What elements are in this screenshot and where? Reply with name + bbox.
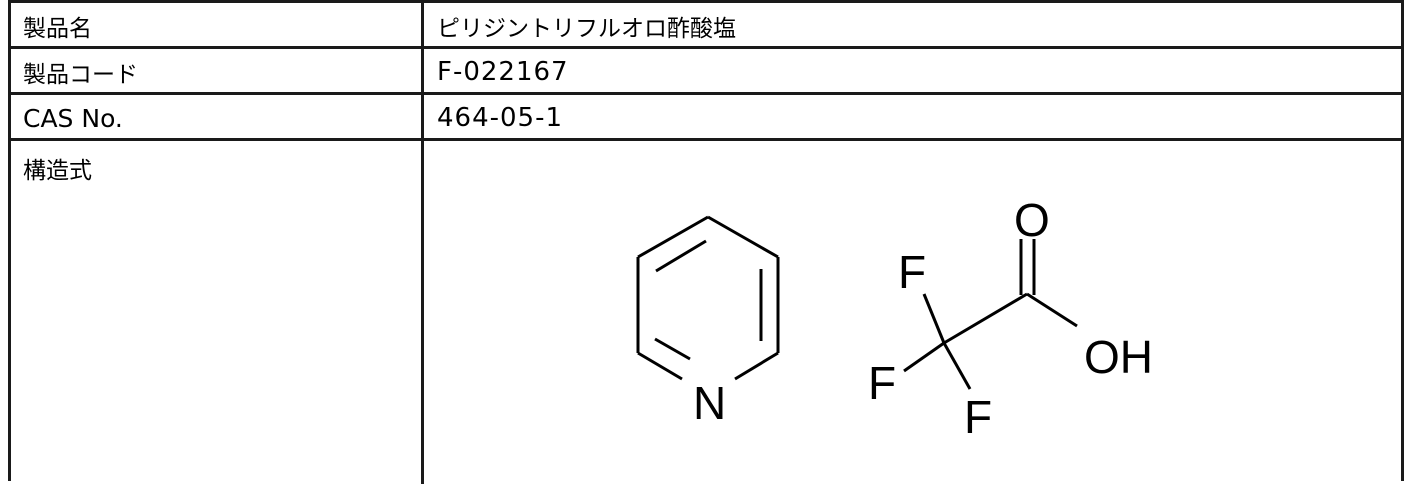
pyridine-bond xyxy=(734,351,779,381)
cas-number-value: 464-05-1 xyxy=(437,103,564,133)
tfa-bond-c-f-left xyxy=(903,341,945,373)
cas-number-label: CAS No. xyxy=(11,95,424,141)
product-name-label: 製品名 xyxy=(11,3,424,49)
tfa-fluorine-atom-bottom: F xyxy=(964,391,992,443)
pyridine-molecule xyxy=(636,215,780,381)
pyridine-bond xyxy=(707,215,779,259)
tfa-hydroxyl-group: OH xyxy=(1084,331,1153,383)
product-name-value: ピリジントリフルオロ酢酸塩 xyxy=(437,16,736,42)
tfa-bond-c-oh xyxy=(1026,292,1078,328)
table-row-product-name: 製品名 ピリジントリフルオロ酢酸塩 xyxy=(11,0,1401,49)
table-row-cas-number: CAS No. 464-05-1 xyxy=(11,92,1401,141)
tfa-bond-c-f-top xyxy=(922,293,946,344)
tfa-fluorine-atom-left: F xyxy=(868,357,896,409)
tfa-bond-c-f-bottom xyxy=(942,342,972,390)
product-code-value: F-022167 xyxy=(437,57,569,87)
table-row-product-code: 製品コード F-022167 xyxy=(11,46,1401,95)
product-code-label: 製品コード xyxy=(11,49,424,95)
tfa-fluorine-atom-top: F xyxy=(898,246,926,298)
pyridine-bond xyxy=(637,351,683,381)
structure-cell: N O OH F F F xyxy=(424,141,1401,484)
structural-formula-image: N O OH F F F xyxy=(636,194,1153,443)
pyridine-double-bond xyxy=(655,239,707,273)
trifluoroacetic-acid-molecule xyxy=(903,239,1078,390)
tfa-bond-c-c xyxy=(943,292,1028,345)
tfa-oxygen-atom: O xyxy=(1014,194,1050,246)
structure-label: 構造式 xyxy=(11,141,424,484)
table-row-structure: 構造式 N xyxy=(11,138,1401,484)
product-info-table: 製品名 ピリジントリフルオロ酢酸塩 製品コード F-022167 CAS No.… xyxy=(8,0,1404,484)
pyridine-nitrogen-atom: N xyxy=(693,377,726,429)
pyridine-bond xyxy=(637,215,709,259)
pyridine-double-bond xyxy=(654,337,691,361)
